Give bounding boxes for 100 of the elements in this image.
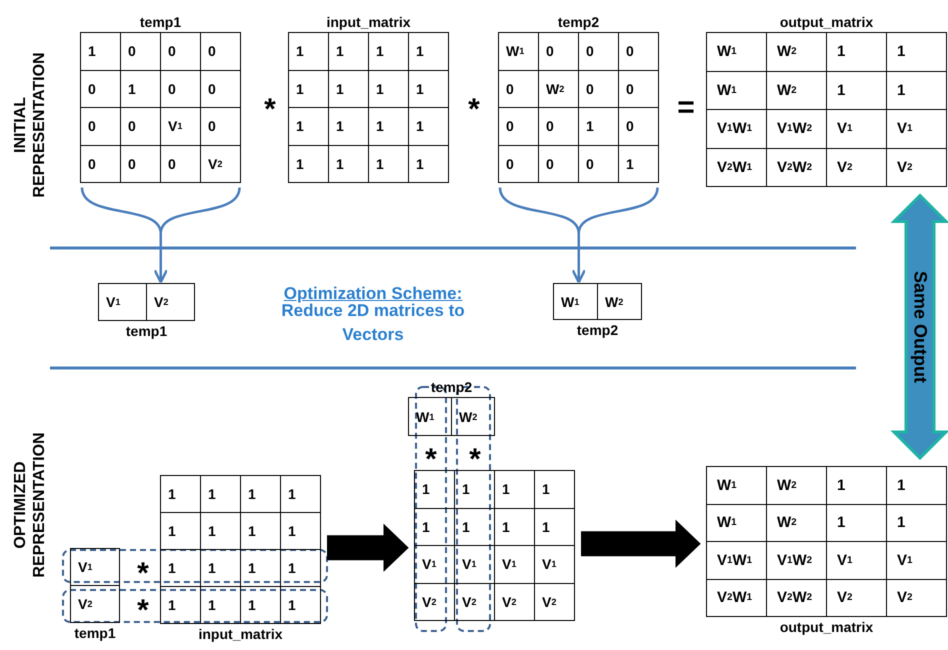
block-arrow xyxy=(327,524,409,572)
matrix-cell: 1 xyxy=(289,33,329,70)
matrix-cell: 1 xyxy=(121,70,161,108)
matrix-label: input_matrix xyxy=(326,13,410,32)
matrix-cell: 1 xyxy=(535,471,575,508)
matrix-cell: 1 xyxy=(409,108,449,146)
matrix-cell: 0 xyxy=(201,33,241,70)
matrix-cell: 1 xyxy=(241,587,281,624)
matrix-cell: 1 xyxy=(281,587,321,624)
matrix-cell: 1 xyxy=(201,550,241,587)
matrix-cell: 0 xyxy=(499,108,539,146)
matrix-cell: 0 xyxy=(539,33,579,70)
matrix-cell: 1 xyxy=(241,550,281,587)
brace-arrow xyxy=(80,186,241,284)
matrix-cell: 1 xyxy=(369,33,409,70)
matrix-cell: 1 xyxy=(201,513,241,550)
matrix-cell: 1 xyxy=(161,550,201,587)
matrix-cell: 1 xyxy=(329,70,369,108)
scheme-heading: Optimization Scheme: xyxy=(284,284,462,304)
block-arrow xyxy=(890,193,948,460)
operator-symbol: * xyxy=(137,596,149,626)
matrix-cell: 1 xyxy=(409,33,449,70)
matrix-label: temp2 xyxy=(430,378,472,397)
matrix-cell: 1 xyxy=(281,513,321,550)
scheme-text: Reduce 2D matrices to Vectors xyxy=(280,301,466,346)
matrix-cell: 0 xyxy=(161,33,201,70)
matrix-cell: 0 xyxy=(619,33,659,70)
matrix-cell: 0 xyxy=(499,146,539,183)
matrix-cell: 0 xyxy=(161,146,201,183)
matrix-cell: 0 xyxy=(81,70,121,108)
matrix-cell: 1 xyxy=(369,146,409,183)
matrix-cell: 1 xyxy=(887,467,947,504)
matrix-cell: 1 xyxy=(161,476,201,513)
matrix-cell: 1 xyxy=(281,550,321,587)
operator-symbol: * xyxy=(137,559,149,589)
matrix-cell: 0 xyxy=(201,70,241,108)
matrix-cell: 1 xyxy=(369,108,409,146)
matrix-cell: 1 xyxy=(887,72,947,110)
matrix-label: output_matrix xyxy=(780,13,874,32)
matrix-cell: 1 xyxy=(887,33,947,72)
matrix-label: temp1 xyxy=(126,322,168,341)
matrix-cell: 0 xyxy=(121,108,161,146)
matrix-cell: 0 xyxy=(619,70,659,108)
matrix-cell: 1 xyxy=(887,504,947,542)
matrix-cell: 1 xyxy=(81,33,121,70)
matrix-cell: 1 xyxy=(415,508,455,546)
matrix-cell: 0 xyxy=(201,108,241,146)
matrix-cell: 1 xyxy=(409,146,449,183)
matrix-cell: 1 xyxy=(827,467,887,504)
matrix-cell: 1 xyxy=(161,513,201,550)
matrix-cell: 0 xyxy=(619,108,659,146)
matrix-cell: 0 xyxy=(579,146,619,183)
matrix-cell: 1 xyxy=(827,33,887,72)
matrix-cell: 1 xyxy=(455,471,495,508)
matrix-cell: 1 xyxy=(289,146,329,183)
matrix-cell: 1 xyxy=(827,72,887,110)
matrix-cell: 1 xyxy=(409,70,449,108)
matrix-cell: 1 xyxy=(329,146,369,183)
matrix-cell: 0 xyxy=(81,146,121,183)
matrix-cell: 1 xyxy=(329,108,369,146)
matrix-cell: 1 xyxy=(535,508,575,546)
matrix-cell: 1 xyxy=(201,587,241,624)
matrix-label: temp1 xyxy=(74,624,116,643)
section-title: OPTIMIZED REPRESENTATION xyxy=(11,431,49,580)
matrix-label: output_matrix xyxy=(780,618,874,637)
matrix-cell: 1 xyxy=(241,476,281,513)
matrix-cell: 1 xyxy=(281,476,321,513)
edge-label: Same Output xyxy=(910,270,930,383)
matrix-cell: 0 xyxy=(161,70,201,108)
matrix-cell: 0 xyxy=(539,108,579,146)
matrix-cell: 1 xyxy=(827,504,887,542)
matrix-cell: 1 xyxy=(455,508,495,546)
matrix-cell: 0 xyxy=(539,146,579,183)
matrix-cell: 1 xyxy=(289,108,329,146)
matrix-label: temp2 xyxy=(558,13,600,32)
brace-arrow xyxy=(498,186,659,284)
operator-symbol: * xyxy=(468,95,480,125)
matrix-label: temp2 xyxy=(576,321,618,340)
matrix-cell: 0 xyxy=(121,146,161,183)
matrix-label: temp1 xyxy=(140,13,182,32)
matrix-cell: 1 xyxy=(495,508,535,546)
operator-symbol: * xyxy=(264,95,276,125)
matrix-cell: 0 xyxy=(579,33,619,70)
block-arrow xyxy=(581,520,701,568)
section-title: INITIAL REPRESENTATION xyxy=(11,51,49,200)
matrix-cell: 1 xyxy=(495,471,535,508)
matrix-cell: 0 xyxy=(579,70,619,108)
matrix-cell: 1 xyxy=(329,33,369,70)
matrix-label: input_matrix xyxy=(198,625,282,644)
matrix-cell: 1 xyxy=(619,146,659,183)
matrix-cell: 1 xyxy=(369,70,409,108)
matrix-cell: 1 xyxy=(415,471,455,508)
matrix-cell: 1 xyxy=(201,476,241,513)
matrix-cell: 1 xyxy=(161,587,201,624)
matrix-cell: 0 xyxy=(81,108,121,146)
matrix-cell: 0 xyxy=(121,33,161,70)
matrix-cell: 1 xyxy=(289,70,329,108)
matrix-cell: 1 xyxy=(241,513,281,550)
matrix-cell: 0 xyxy=(499,70,539,108)
operator-symbol: = xyxy=(677,93,695,123)
